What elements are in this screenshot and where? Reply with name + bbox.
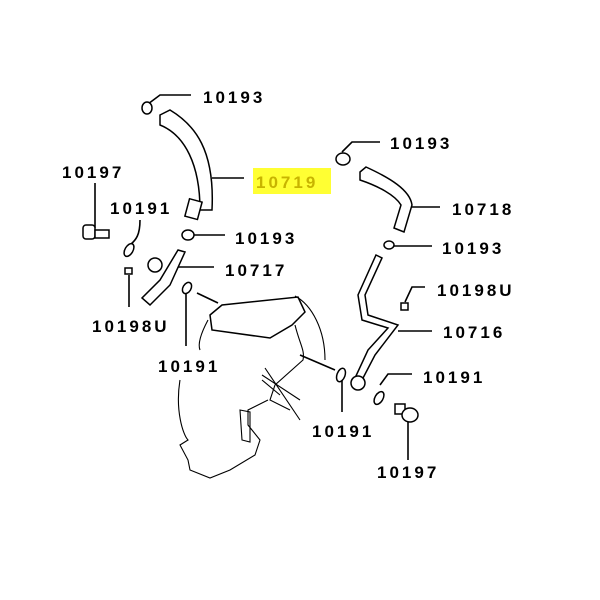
clamp-icon — [181, 229, 195, 241]
clamp-icon — [141, 101, 153, 115]
label-10197: 10197 — [377, 463, 439, 482]
label-10718: 10718 — [452, 200, 514, 219]
pipe-10717 — [140, 249, 187, 307]
leader-lines — [94, 94, 440, 460]
label-10193: 10193 — [390, 134, 452, 153]
label-10198u: 10198U — [92, 317, 170, 336]
label-10717: 10717 — [225, 261, 287, 280]
clamp-icon — [335, 152, 351, 166]
label-10719-highlighted: 10719 — [256, 173, 318, 192]
label-10191: 10191 — [158, 357, 220, 376]
gasket-icon — [373, 390, 385, 406]
label-10193: 10193 — [442, 239, 504, 258]
label-10191: 10191 — [110, 199, 172, 218]
label-10191: 10191 — [423, 368, 485, 387]
hose-10718 — [359, 166, 413, 234]
label-10197: 10197 — [62, 163, 124, 182]
bolt-icon — [394, 403, 419, 423]
small-bolt-icon — [400, 302, 409, 311]
gasket-icon — [335, 367, 347, 383]
gasket-icon — [181, 281, 193, 295]
part-labels: 10193 10193 10719 10197 10191 10193 1071… — [62, 88, 515, 482]
pipe-10716 — [350, 253, 400, 391]
gasket-icon — [123, 242, 135, 258]
label-10193: 10193 — [235, 229, 297, 248]
small-bolt-icon — [124, 267, 133, 275]
engine-block-outline — [177, 295, 326, 479]
label-10193: 10193 — [203, 88, 265, 107]
label-10191: 10191 — [312, 422, 374, 441]
highlight-box — [253, 168, 331, 194]
clamp-icon — [383, 240, 395, 250]
label-10198u: 10198U — [437, 281, 515, 300]
bolt-icon — [82, 224, 110, 240]
hose-10719 — [159, 109, 214, 221]
label-10716: 10716 — [443, 323, 505, 342]
